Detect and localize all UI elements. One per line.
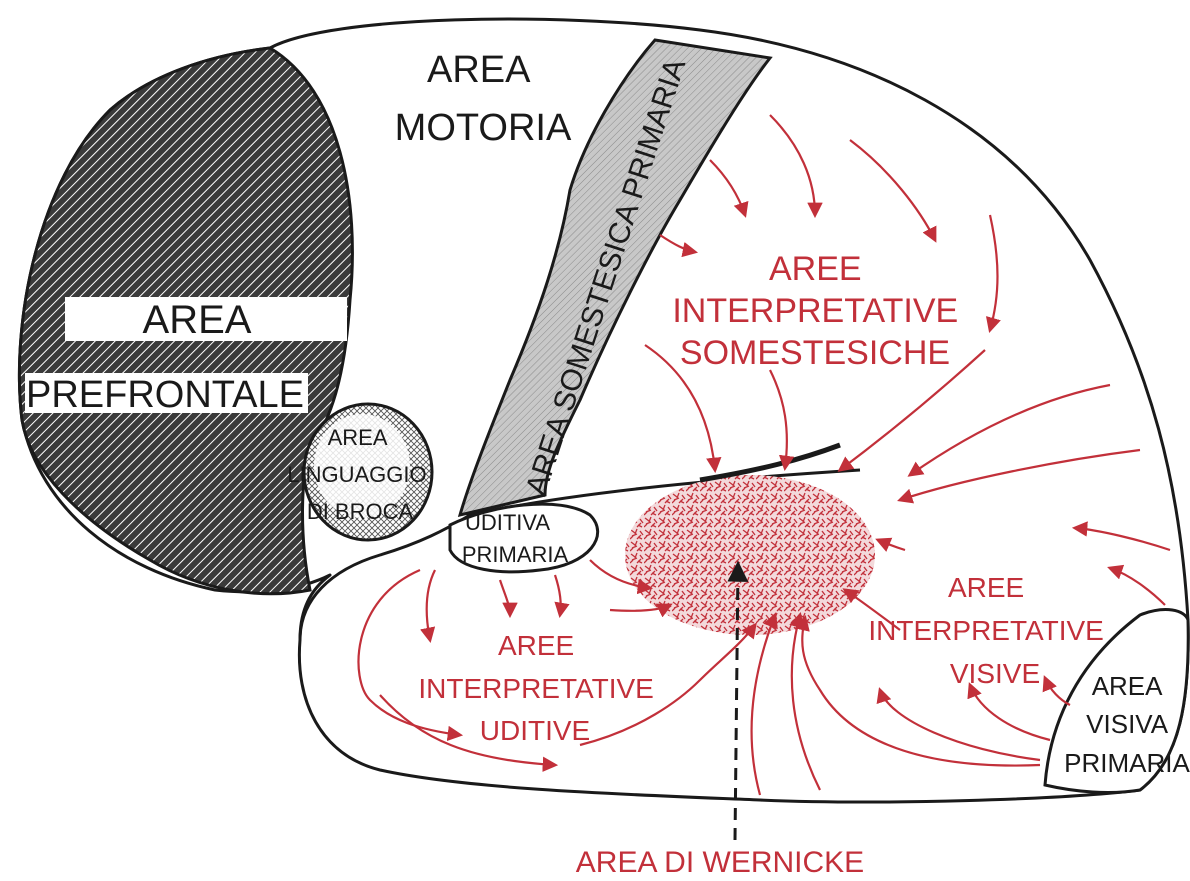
area-prefrontale-label-line-1: AREA [143, 298, 252, 342]
aree-visive-label: AREE INTERPRETATIVE VISIVE [868, 572, 1111, 689]
sulcus-line [700, 445, 840, 480]
area-prefrontale-label-line-2: PREFRONTALE [26, 374, 304, 416]
area-wernicke-label: AREA DI WERNICKE [576, 846, 864, 879]
area-wernicke-region [625, 475, 875, 635]
aree-somestesiche-label: AREE INTERPRETATIVE SOMESTESICHE [672, 250, 967, 372]
area-motoria-label: AREA MOTORIA [395, 49, 572, 149]
